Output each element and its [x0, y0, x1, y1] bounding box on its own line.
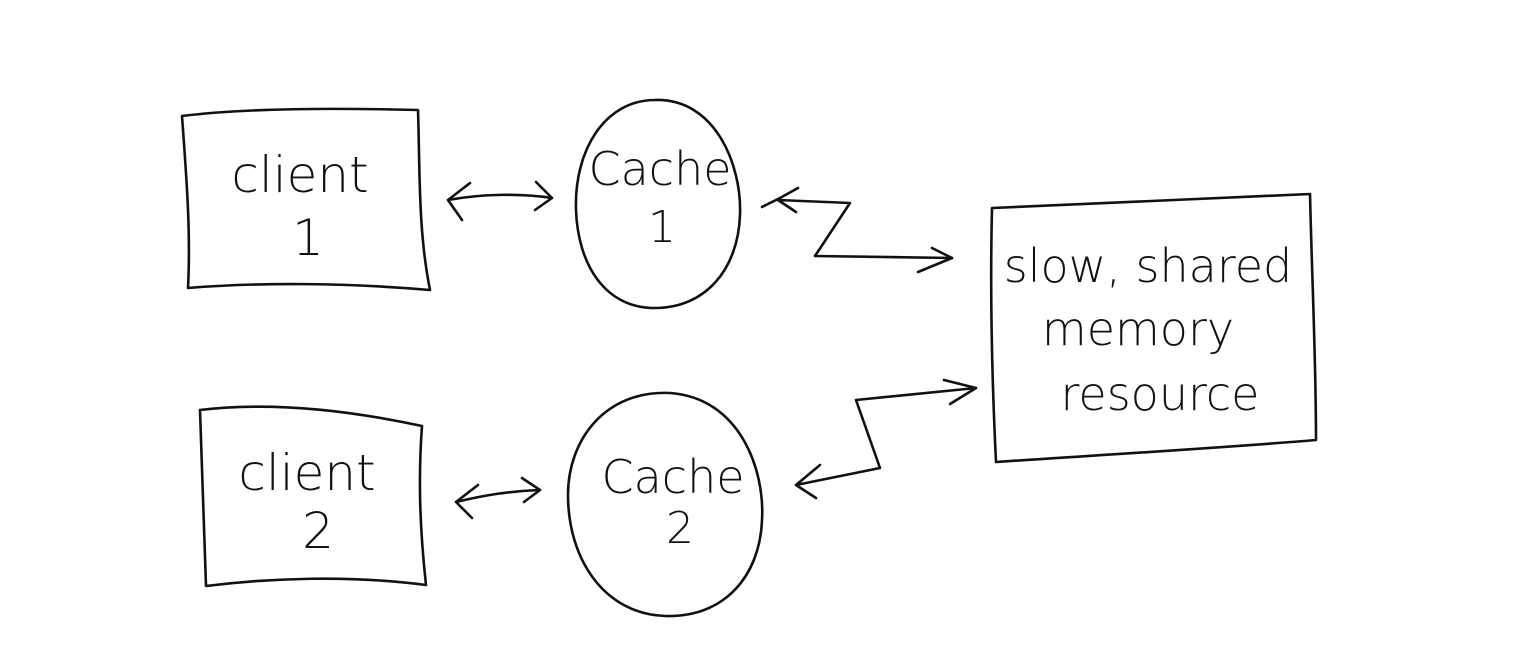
client-1-box — [180, 107, 432, 292]
cache-2-number: 2 — [666, 503, 694, 554]
client-1-label: client — [231, 146, 368, 204]
client-2-node: client 2 — [198, 405, 428, 588]
arrow-cache2-resource — [794, 378, 978, 500]
cache-1-node: Cache 1 — [574, 98, 742, 310]
cache-1-circle — [574, 98, 742, 310]
cache-2-node: Cache 2 — [566, 391, 764, 618]
arrow-client1-cache1 — [446, 180, 554, 222]
resource-label-line-2: memory — [1042, 302, 1234, 356]
cache-1-label: Cache — [588, 142, 731, 196]
resource-label-line-1: slow, shared — [1004, 239, 1292, 293]
resource-label-line-3: resource — [1061, 367, 1260, 421]
resource-box — [989, 192, 1318, 464]
client-2-number: 2 — [302, 502, 334, 560]
arrow-cache1-resource — [760, 186, 954, 274]
client-2-label: client — [238, 444, 375, 502]
arrow-client2-cache2 — [454, 476, 542, 520]
resource-node: slow, shared memory resource — [989, 192, 1318, 464]
client-1-number: 1 — [292, 209, 324, 267]
cache-2-label: Cache — [601, 450, 744, 504]
client-1-node: client 1 — [180, 107, 432, 292]
cache-1-number: 1 — [648, 202, 676, 253]
cache-2-circle — [566, 391, 764, 618]
client-2-box — [198, 405, 428, 588]
